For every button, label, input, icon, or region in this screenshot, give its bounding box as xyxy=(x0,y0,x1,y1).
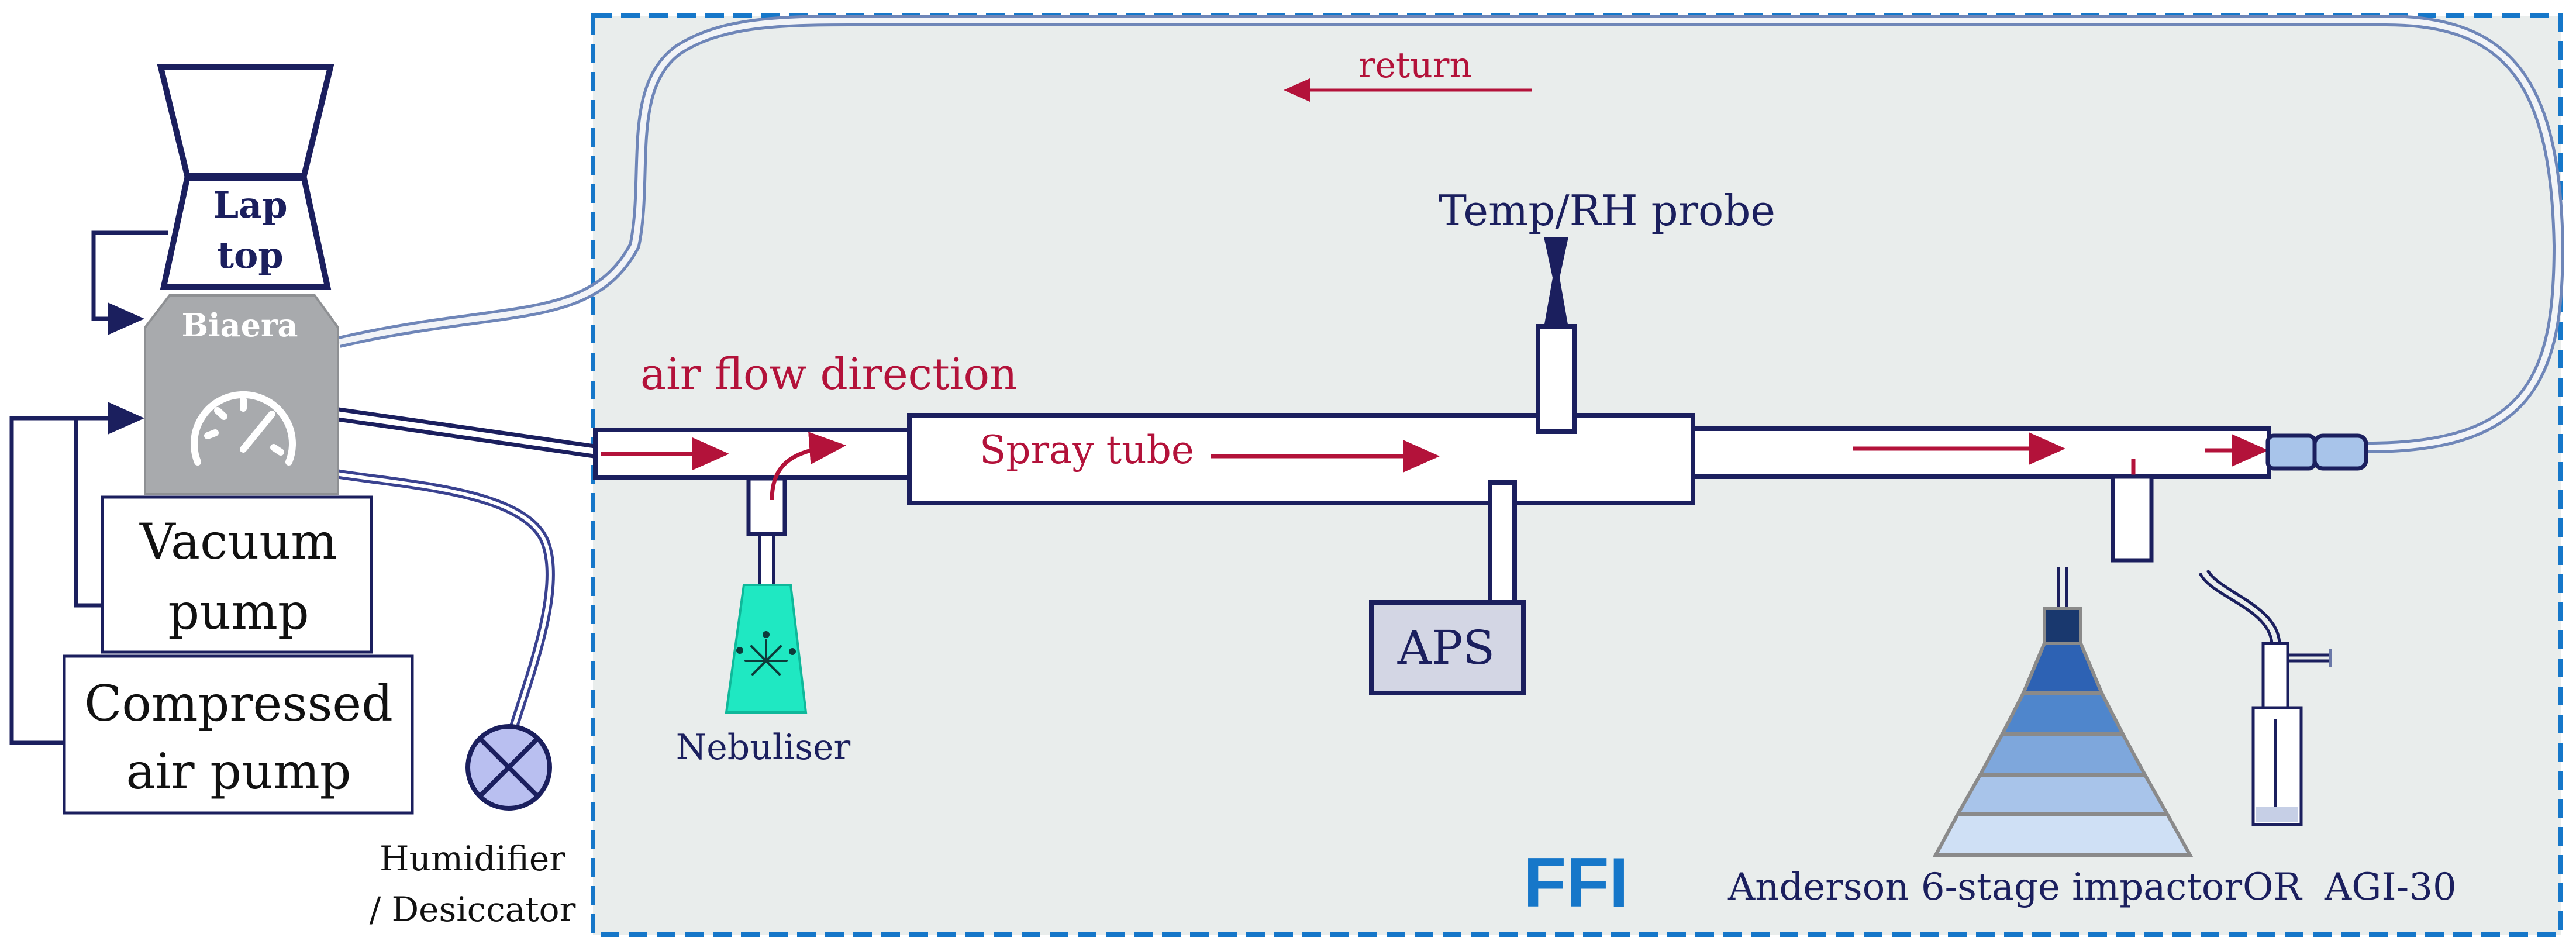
speedometer-icon xyxy=(191,391,296,466)
humidifier-label-line2: / Desiccator xyxy=(370,890,576,929)
laptop: Lap top xyxy=(157,64,334,290)
or-label: OR xyxy=(2243,866,2302,909)
biaera-label: Biaera xyxy=(182,306,298,344)
probe-tip xyxy=(1544,237,1568,328)
laptop-label-line2: top xyxy=(217,234,283,277)
laptop-label-line1: Lap xyxy=(213,184,287,226)
compressed-air-pump: Compressed air pump xyxy=(63,654,414,815)
spray-tube-label: Spray tube xyxy=(980,428,1194,473)
crossed-circle-icon xyxy=(465,724,552,811)
spray-burst-icon xyxy=(736,631,796,676)
anderson-impactor xyxy=(1932,567,2194,857)
sampling-port xyxy=(2111,474,2154,563)
air-flow-direction-label: air flow direction xyxy=(640,349,1018,399)
temp-rh-probe: Temp/RH probe xyxy=(1439,186,1775,434)
outlet-connector xyxy=(2265,433,2368,471)
biaera-inlet-line xyxy=(335,407,598,459)
return-tubing xyxy=(337,15,2565,453)
outlet-tube xyxy=(1691,426,2271,479)
vacuum-label-line2: pump xyxy=(168,583,309,640)
aps-label: APS xyxy=(1397,621,1495,675)
agi-label: AGI-30 xyxy=(2324,866,2457,909)
aps-instrument: APS xyxy=(1369,480,1526,695)
biaera-controller: Biaera xyxy=(144,294,339,495)
ffi-label: FFI xyxy=(1523,843,1629,922)
nebuliser-label: Nebuliser xyxy=(676,727,851,768)
return-label: return xyxy=(1358,45,1472,86)
vacuum-pump: Vacuum pump xyxy=(101,495,373,654)
temp-rh-probe-label: Temp/RH probe xyxy=(1439,186,1775,235)
anderson-label: Anderson 6-stage impactor xyxy=(1727,866,2242,909)
nebuliser: Nebuliser xyxy=(676,476,851,768)
humidifier-label-line1: Humidifier xyxy=(380,839,565,878)
laptop-base xyxy=(160,175,332,290)
humidifier: Humidifier / Desiccator xyxy=(370,724,576,929)
compressed-label-line1: Compressed xyxy=(84,675,393,732)
compressed-label-line2: air pump xyxy=(126,743,351,800)
agi-30-impinger xyxy=(2198,569,2332,826)
laptop-screen xyxy=(157,64,334,178)
vacuum-label-line1: Vacuum xyxy=(139,513,337,570)
control-lines xyxy=(9,230,168,745)
humidifier-line xyxy=(335,469,555,736)
